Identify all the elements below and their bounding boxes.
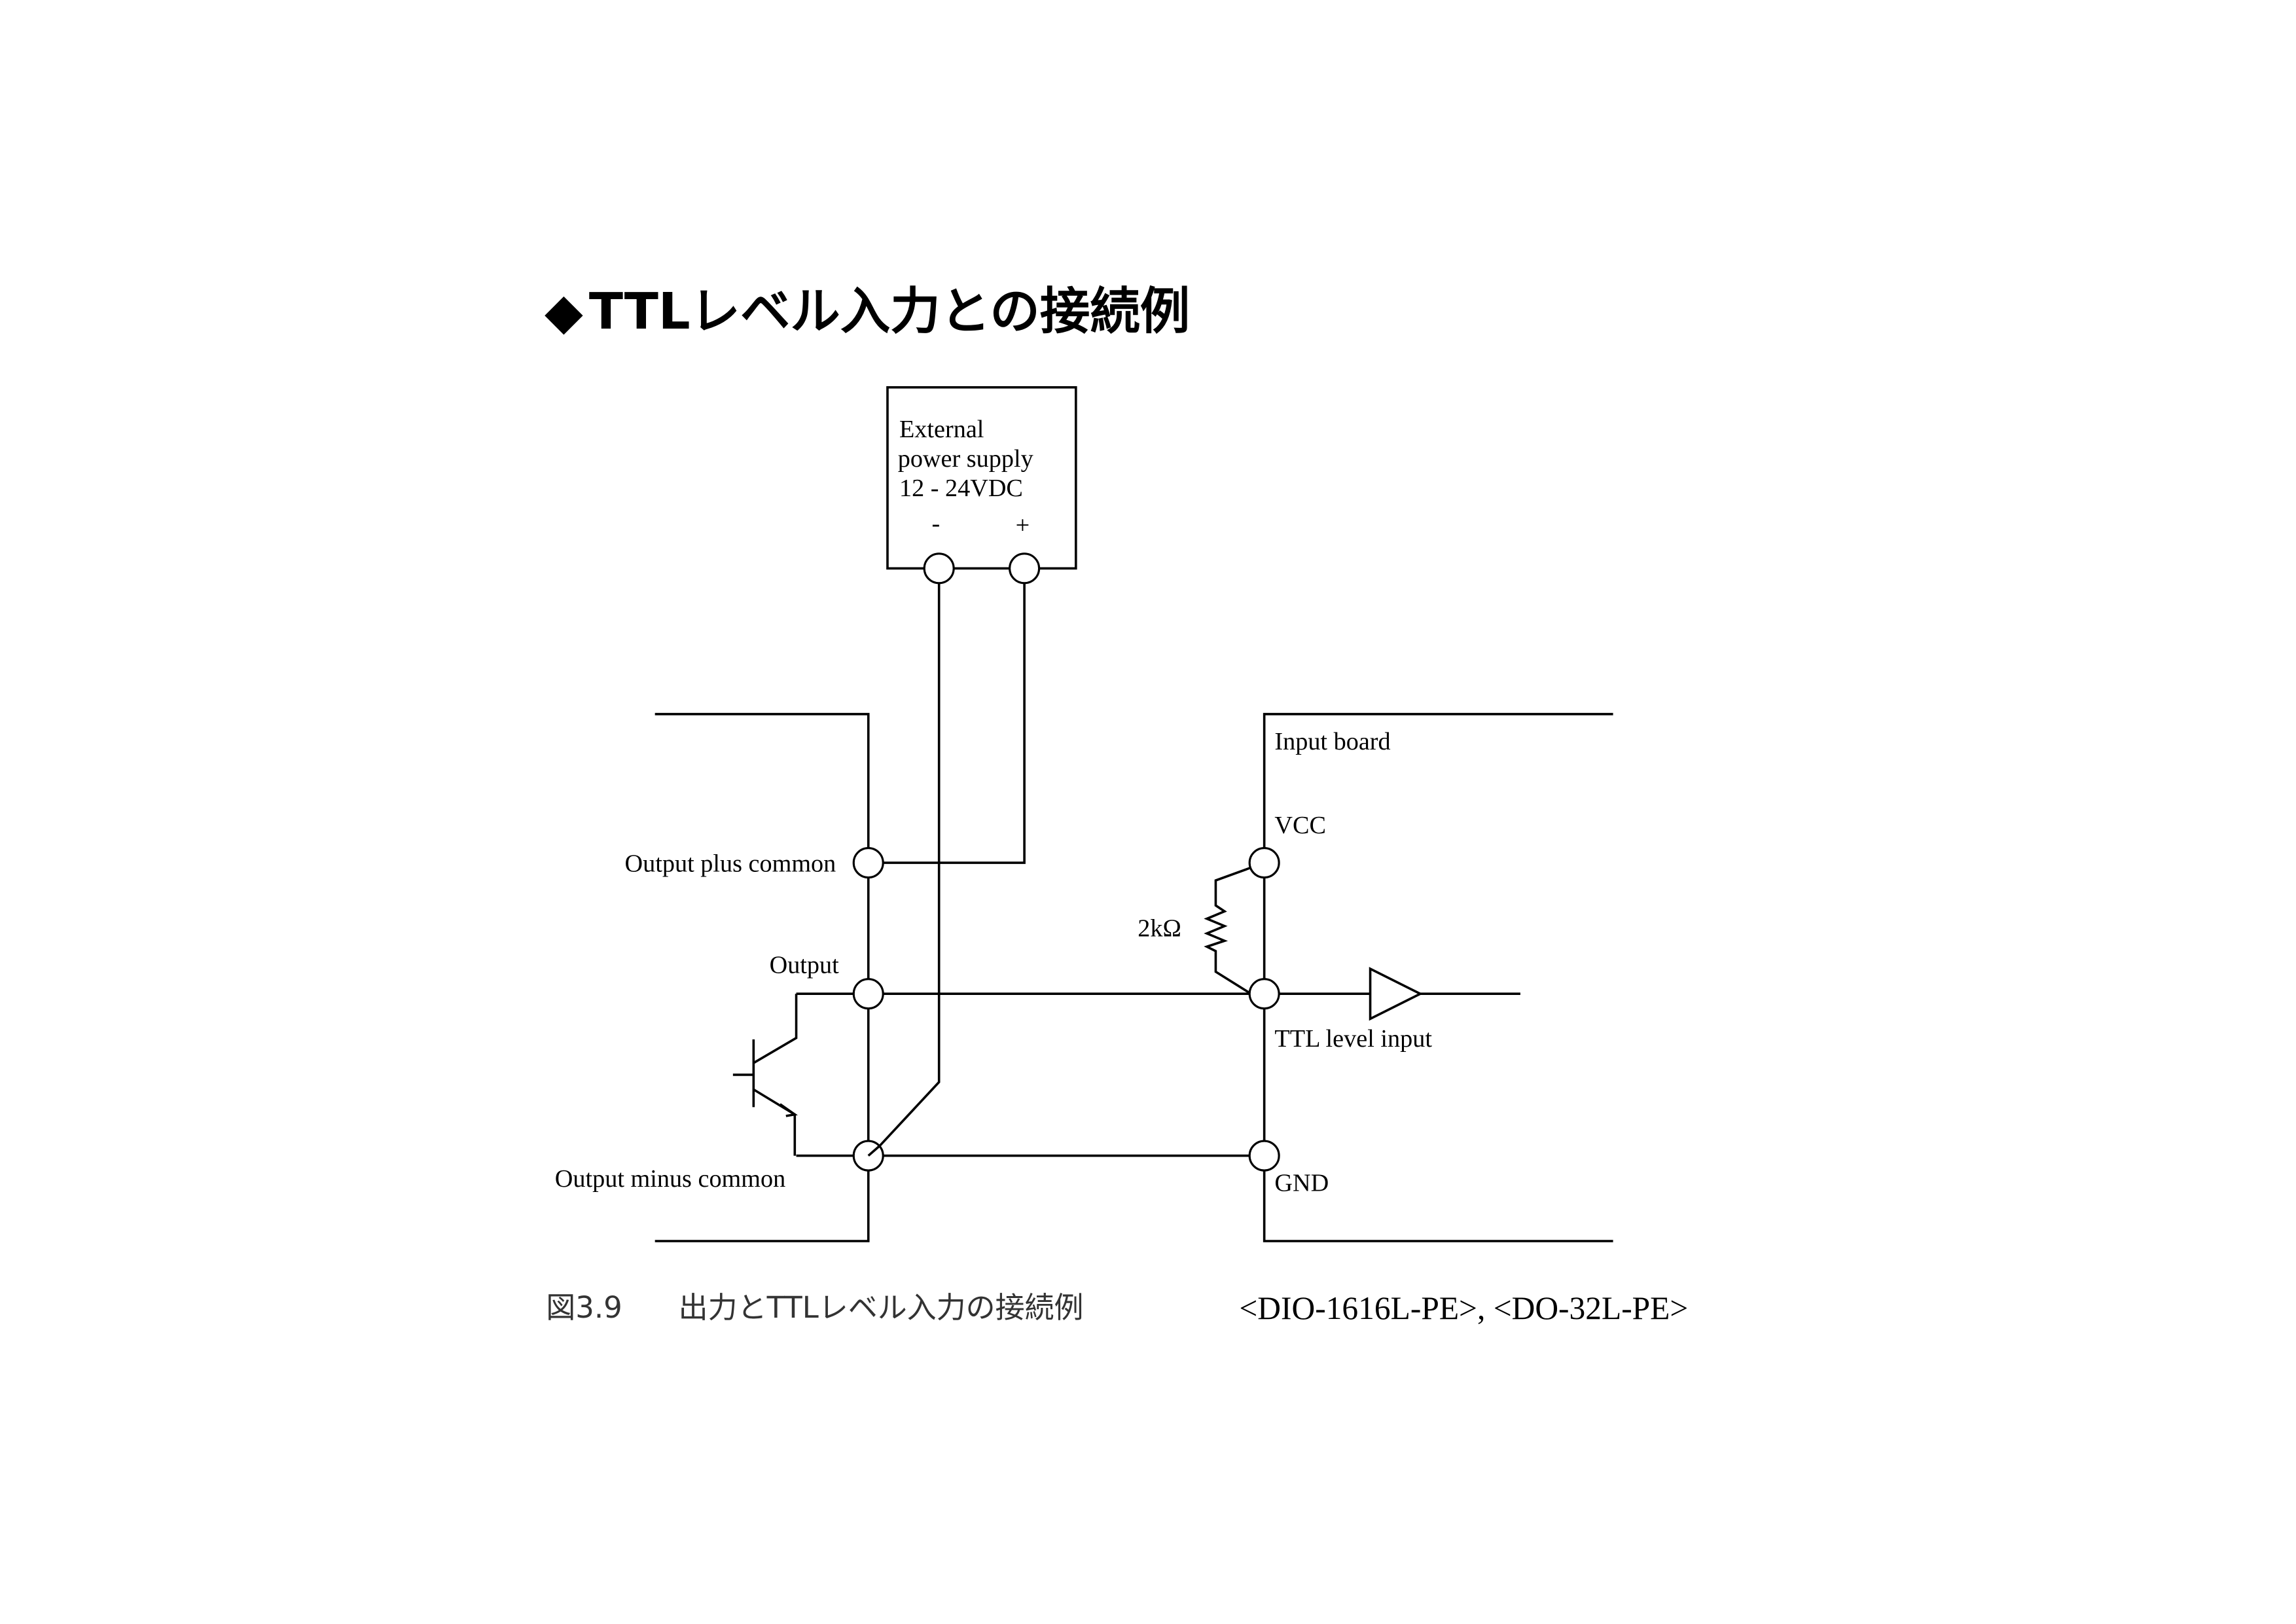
minus-wire [879,568,941,1147]
section-title: ◆TTLレベル入力との接続例 [545,283,1190,341]
plus-terminal-icon [1009,552,1041,585]
resistor-icon [1204,861,1265,995]
power-supply-box [886,386,1077,570]
input-board-outline [1263,713,1613,1242]
minus-wire-end [867,1144,881,1157]
buffer-icon [1369,967,1424,1021]
gnd-label: GND [1274,1170,1329,1197]
output-board-outline [655,713,870,1242]
plus-wire [868,568,1026,864]
output-minus-common-label: Output minus common [555,1165,785,1193]
output-plus-common-label: Output plus common [625,850,836,878]
minus-terminal-icon [923,552,955,585]
output-plus-common-terminal-icon [852,847,884,879]
power-supply-label-1: External [899,416,984,443]
output-terminal-icon [852,978,884,1010]
figure-models: <DIO-1616L-PE>, <DO-32L-PE> [1239,1290,1688,1326]
minus-terminal-label: - [931,510,940,537]
output-label: Output [770,952,840,979]
diamond-bullet-icon: ◆ [545,283,583,341]
ttl-input-terminal-icon [1248,978,1280,1010]
resistor-label: 2kΩ [1138,915,1181,943]
input-board-label: Input board [1274,728,1390,755]
gnd-terminal-icon [1248,1140,1280,1172]
power-supply-label-2: power supply [898,445,1033,473]
figure-caption: 出力とTTLレベル入力の接続例 [679,1290,1084,1325]
vcc-label: VCC [1274,812,1326,839]
power-supply-voltage: 12 - 24VDC [899,475,1023,502]
plus-terminal-label: + [1016,511,1030,539]
ttl-level-input-label: TTL level input [1274,1025,1432,1053]
transistor-icon [732,994,798,1156]
vcc-terminal-icon [1248,847,1280,879]
figure-number: 図3.9 [546,1290,622,1325]
